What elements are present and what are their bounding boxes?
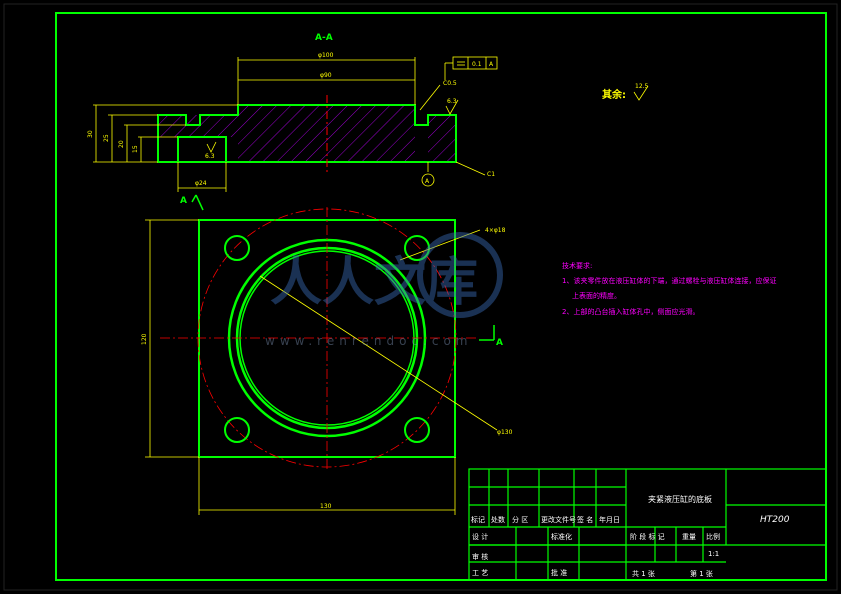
dim-dia-130: φ130 bbox=[497, 429, 513, 436]
roughness-hole-value: 6.3 bbox=[205, 153, 215, 160]
tech-requirements: 技术要求: 1、该夹零件放在液压缸体的下端，通过螺栓与液压缸体连接，应保证 上表… bbox=[562, 261, 776, 316]
section-dimensions bbox=[93, 57, 486, 192]
top-view-dimensions bbox=[145, 219, 498, 515]
roughness-hole-symbol bbox=[206, 141, 217, 153]
bolt-hole-bottom-left bbox=[224, 417, 250, 443]
section-arrow-label: A bbox=[180, 196, 187, 206]
dim-dia-24: φ24 bbox=[195, 180, 207, 187]
dim-height-25: 25 bbox=[103, 134, 110, 142]
tb-weight: 重量 bbox=[682, 533, 696, 541]
dim-height-30: 30 bbox=[87, 130, 94, 138]
dim-height-120: 120 bbox=[141, 333, 148, 345]
section-view bbox=[157, 95, 457, 172]
tech-title: 技术要求: bbox=[562, 261, 592, 270]
roughness-rest-value: 12.5 bbox=[635, 83, 649, 90]
datum-symbol bbox=[421, 173, 435, 187]
dim-chamfer-2: C1 bbox=[487, 171, 495, 178]
tb-scale: 1:1 bbox=[708, 550, 719, 558]
tolerance-frame bbox=[444, 56, 498, 80]
tolerance-datum: A bbox=[489, 61, 494, 68]
section-hatch-right bbox=[428, 115, 456, 162]
tb-process: 工 艺 bbox=[472, 569, 488, 577]
roughness-rest-symbol bbox=[633, 85, 649, 101]
tb-label-5: 年月日 bbox=[599, 515, 620, 524]
tb-scale-label: 比例 bbox=[706, 532, 720, 541]
section-arrow-right bbox=[479, 325, 495, 341]
tb-review: 审 核 bbox=[472, 552, 488, 561]
dim-dia-90: φ90 bbox=[320, 72, 332, 79]
tech-line1b: 上表面的精度。 bbox=[572, 291, 621, 300]
tb-standardization: 标准化 bbox=[551, 532, 572, 541]
tb-label-0: 标记 bbox=[471, 515, 485, 524]
tb-designer: 设 计 bbox=[472, 532, 488, 541]
roughness-face-symbol bbox=[445, 99, 459, 115]
datum-label: A bbox=[425, 178, 430, 185]
tolerance-value: 0.1 bbox=[472, 61, 482, 68]
roughness-rest-label: 其余: bbox=[602, 88, 626, 101]
watermark-text: 人人文库 bbox=[270, 253, 478, 313]
tech-line2: 2、上部的凸台插入缸体孔中，侧面应光滑。 bbox=[562, 307, 699, 316]
dim-bolt-holes: 4×φ18 bbox=[485, 227, 506, 234]
tb-sheet-no: 第 1 张 bbox=[690, 569, 713, 578]
tb-label-1: 处数 bbox=[491, 515, 505, 524]
title-block bbox=[468, 468, 827, 581]
drawing-border bbox=[55, 12, 827, 581]
section-label: A-A bbox=[315, 33, 333, 43]
bolt-hole-bottom-right bbox=[404, 417, 430, 443]
tb-total-sheets: 共 1 张 bbox=[632, 569, 655, 578]
watermark-url: www.renrendoc.com bbox=[265, 334, 472, 348]
dim-width-130: 130 bbox=[320, 503, 332, 510]
tech-line1: 1、该夹零件放在液压缸体的下端，通过螺栓与液压缸体连接，应保证 bbox=[562, 276, 776, 285]
roughness-face-value: 6.3 bbox=[447, 98, 457, 105]
tb-stage: 阶 段 标 记 bbox=[630, 532, 665, 541]
bolt-hole-top-left bbox=[224, 235, 250, 261]
dim-height-20: 20 bbox=[118, 140, 125, 148]
tb-label-4: 签 名 bbox=[577, 515, 593, 524]
tb-label-3: 更改文件号 bbox=[541, 515, 576, 524]
material: HT200 bbox=[760, 515, 790, 525]
dim-chamfer: C0.5 bbox=[443, 80, 457, 87]
tb-label-2: 分 区 bbox=[512, 515, 528, 524]
part-name: 夹紧液压缸的底板 bbox=[648, 494, 712, 504]
outer-frame bbox=[3, 3, 838, 591]
watermark: 人人文库 www.renrendoc.com bbox=[265, 232, 503, 348]
top-view bbox=[160, 207, 478, 470]
dim-height-15: 15 bbox=[132, 145, 139, 153]
bolt-hole-top-right bbox=[404, 235, 430, 261]
dim-dia-100: φ100 bbox=[318, 52, 334, 59]
section-arrow-left bbox=[191, 194, 204, 211]
tb-approve: 批 准 bbox=[551, 568, 567, 577]
section-arrow-label-2: A bbox=[496, 338, 503, 348]
